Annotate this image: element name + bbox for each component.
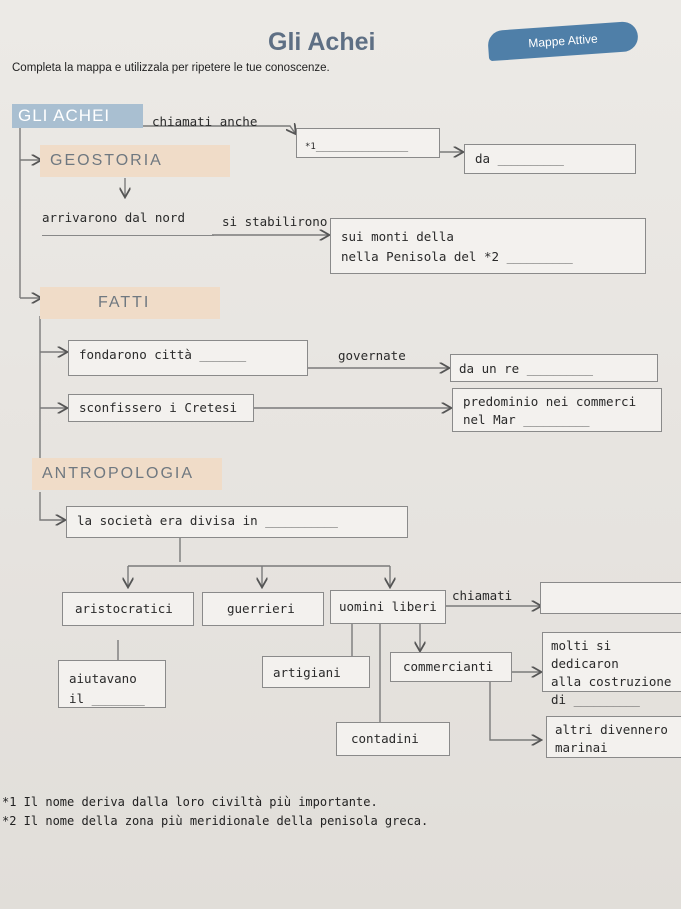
da-un-re-label: da un re (459, 361, 520, 376)
contadini-node: contadini (336, 722, 450, 756)
chiamati-anche-label: chiamati anche (152, 114, 258, 129)
aiutavano-blank-box[interactable]: aiutavano il ________ (58, 660, 166, 708)
section-geostoria: GEOSTORIA (40, 145, 230, 177)
aristocratici-node: aristocratici (62, 592, 194, 626)
commercianti-node: commercianti (390, 652, 512, 682)
di-label: di (551, 692, 567, 707)
sconfissero-node: sconfissero i Cretesi (68, 394, 254, 422)
governate-label: governate (338, 348, 406, 363)
altri-label: altri divennero (555, 722, 668, 737)
alla-costruzione-label: alla costruzione (551, 674, 672, 689)
fondarono-blank-box[interactable]: fondarono città _______ (68, 340, 308, 376)
name-blank-box[interactable]: *1______________ (296, 128, 440, 158)
stabilirono-blank-box[interactable]: sui monti della nella Penisola del *2 __… (330, 218, 646, 274)
societa-blank-box[interactable]: la società era divisa in ___________ (66, 506, 408, 538)
nel-mar-blank-box[interactable]: predominio nei commerci nel Mar ________… (452, 388, 662, 432)
da-blank-box[interactable]: da __________ (464, 144, 636, 174)
instruction-text: Completa la mappa e utilizzala per ripet… (12, 62, 330, 74)
uomini-liberi-node: uomini liberi (330, 590, 446, 624)
footnotes: *1 Il nome deriva dalla loro civiltà più… (2, 795, 428, 833)
marinai-node: altri divennero marinai (546, 716, 681, 758)
footnote-1: *1 Il nome deriva dalla loro civiltà più… (2, 795, 378, 809)
footnote-2: *2 Il nome della zona più meridionale de… (2, 814, 429, 828)
section-fatti: FATTI (40, 287, 220, 319)
da-label: da (475, 151, 491, 166)
sui-monti-label: sui monti della (341, 229, 454, 244)
si-stabilirono-label: si stabilirono (222, 214, 328, 229)
aiutavano-label: aiutavano (69, 671, 137, 686)
guerrieri-node: guerrieri (202, 592, 324, 626)
molti-label: molti si dedicaron (551, 638, 619, 671)
il-label: il (69, 691, 85, 706)
section-antropologia: ANTROPOLOGIA (32, 458, 222, 490)
artigiani-node: artigiani (262, 656, 370, 688)
societa-label: la società era divisa in (77, 513, 258, 528)
fondarono-label: fondarono città (79, 347, 192, 362)
da-un-re-blank-box[interactable]: da un re __________ (450, 354, 658, 382)
chiamati-label: chiamati (452, 588, 513, 603)
marinai-label: marinai (555, 740, 608, 755)
chiamati-blank-box[interactable] (540, 582, 681, 614)
root-node: GLI ACHEI (12, 104, 143, 128)
arrivarono-node: arrivarono dal nord (42, 210, 214, 236)
note1-marker: *1 (305, 142, 316, 152)
nel-mar-label: nel Mar (463, 412, 516, 427)
predominio-label: predominio nei commerci (463, 394, 637, 409)
page-title: Gli Achei (268, 28, 376, 56)
nella-penisola-label: nella Penisola del *2 (341, 249, 500, 264)
costruzione-blank-box[interactable]: molti si dedicaron alla costruzione di _… (542, 632, 681, 707)
